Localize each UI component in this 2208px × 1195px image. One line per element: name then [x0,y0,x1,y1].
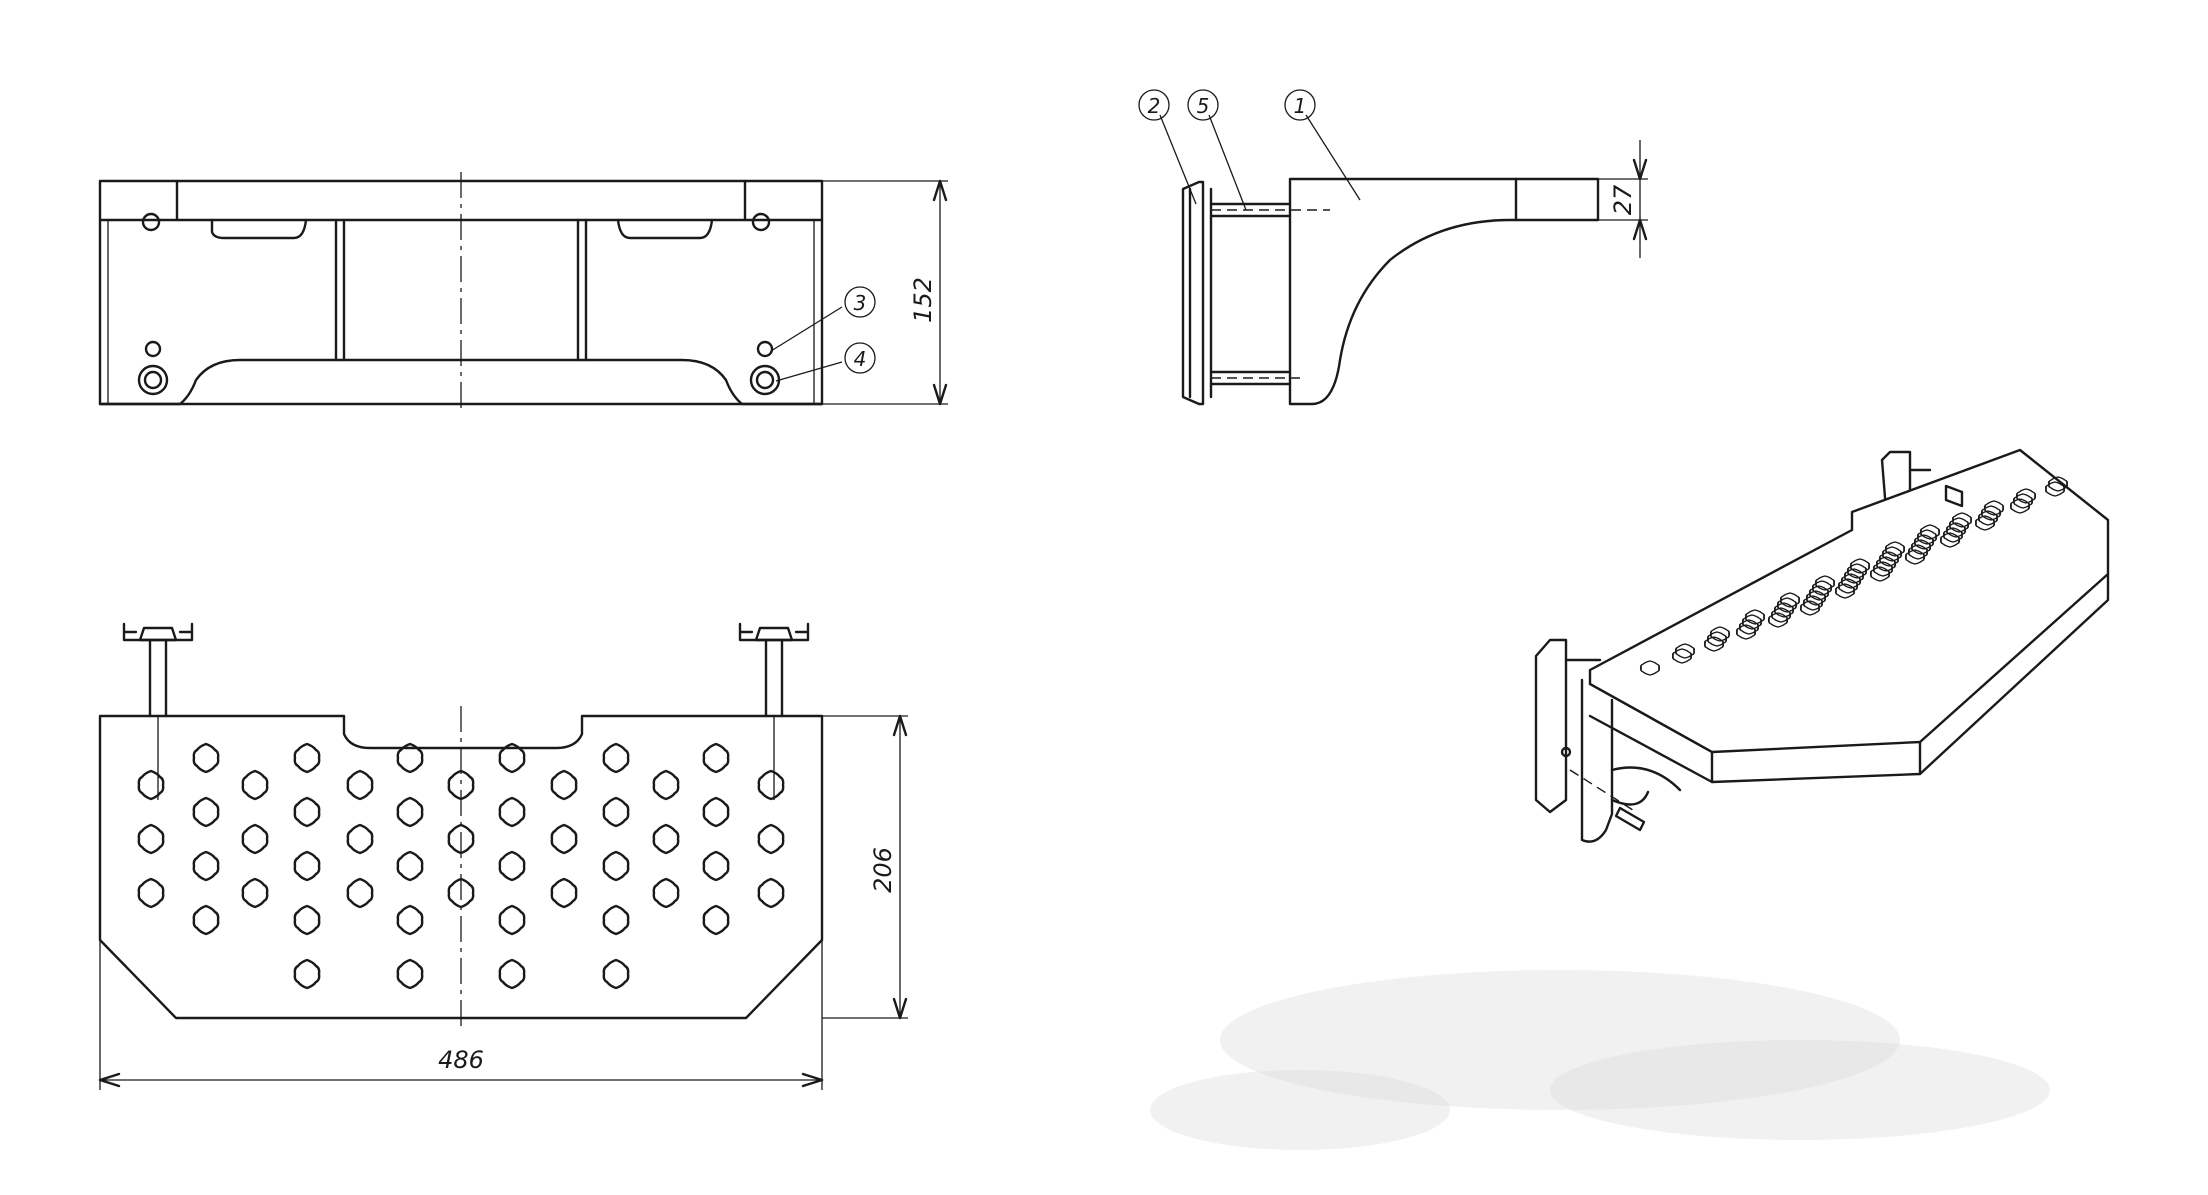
dimension-width-label: 486 [438,1046,484,1074]
isometric-view [1534,448,2110,843]
bolt-icon [122,622,194,718]
star-flower-hole-icon [498,958,526,990]
star-flower-hole-icon [550,877,578,909]
star-flower-hole-icon [293,742,321,774]
star-flower-hole-icon [498,904,526,936]
star-flower-hole-icon [757,769,785,801]
star-flower-hole-icon [757,823,785,855]
star-flower-hole-icon [192,850,220,882]
star-flower-hole-icon [498,796,526,828]
front-view: 152 3 4 [98,172,948,414]
star-flower-hole-icon [293,796,321,828]
star-flower-hole-icon [702,742,730,774]
star-flower-hole-icon [602,742,630,774]
star-flower-hole-icon [396,904,424,936]
star-flower-hole-icon [192,742,220,774]
balloon-5: 5 [1197,94,1210,118]
star-flower-hole-icon [192,904,220,936]
balloon-1: 1 [1294,94,1307,118]
star-flower-hole-icon [192,796,220,828]
side-view: 27 2 5 1 [1138,89,1648,406]
star-flower-hole-icon [241,877,269,909]
dimension-flange-label: 27 [1609,184,1637,215]
dimension-height-label: 152 [909,277,937,323]
star-flower-hole-icon [652,823,680,855]
star-flower-hole-icon [550,769,578,801]
star-flower-hole-icon [702,904,730,936]
star-flower-hole-icon [702,796,730,828]
star-flower-hole-icon [602,958,630,990]
star-flower-hole-icon [396,958,424,990]
star-flower-hole-icon [346,769,374,801]
star-flower-hole-icon [346,877,374,909]
star-flower-hole-icon [602,850,630,882]
star-flower-hole-icon [757,877,785,909]
scan-smudge [1150,970,2050,1150]
star-flower-hole-icon [346,823,374,855]
star-flower-hole-icon [137,823,165,855]
star-flower-hole-icon [293,904,321,936]
star-flower-hole-icon [396,796,424,828]
star-flower-hole-icon [652,877,680,909]
dimension-depth-label: 206 [869,847,897,893]
star-flower-hole-icon [498,850,526,882]
star-flower-hole-icon [137,769,165,801]
balloon-4: 4 [854,347,867,371]
star-flower-hole-icon [652,769,680,801]
star-flower-hole-icon [602,796,630,828]
star-flower-hole-icon [396,850,424,882]
bolt-icon [738,622,810,718]
star-flower-hole-icon [293,958,321,990]
star-flower-hole-icon [241,769,269,801]
balloon-2: 2 [1148,94,1161,118]
star-flower-hole-icon [293,850,321,882]
star-flower-hole-icon [241,823,269,855]
star-flower-hole-icon [550,823,578,855]
star-flower-hole-icon [602,904,630,936]
star-flower-hole-icon [702,850,730,882]
plan-view: 206 486 [98,622,908,1090]
balloon-3: 3 [854,291,867,315]
star-flower-hole-icon [137,877,165,909]
